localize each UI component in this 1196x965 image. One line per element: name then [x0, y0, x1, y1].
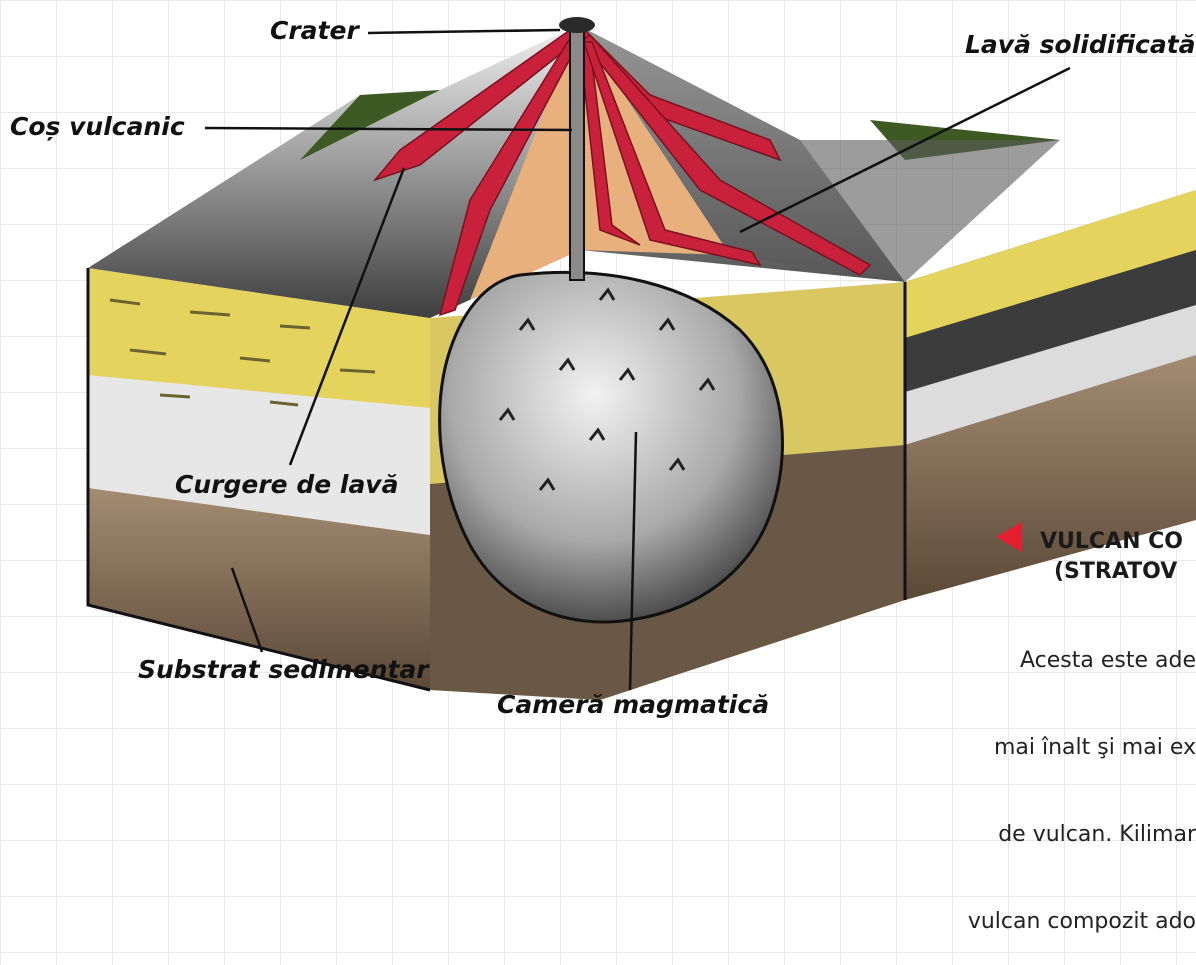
- lava-solidified-label: Lavă solidificată: [965, 30, 1196, 59]
- magma-chamber-label: Cameră magmatică: [497, 690, 769, 719]
- sedimentary-layer-label: Substrat sedimentar: [138, 655, 429, 684]
- magma-chamber: [440, 272, 783, 621]
- sidebar-text-line2: mai înalt şi mai ex: [968, 733, 1196, 762]
- crater-label: Crater: [270, 16, 359, 45]
- sidebar-text-line4: vulcan compozit ado: [968, 907, 1196, 936]
- sidebar-body-text: Acesta este ade mai înalt şi mai ex de v…: [968, 588, 1196, 965]
- sidebar-title: VULCAN CO (STRATOV: [1040, 527, 1183, 587]
- sidebar-title-line2: (STRATOV: [1054, 557, 1183, 587]
- chimney-label: Coș vulcanic: [10, 112, 185, 141]
- sidebar-title-line1: VULCAN CO: [1040, 527, 1183, 557]
- sidebar-text-line1: Acesta este ade: [968, 646, 1196, 675]
- sidebar-text-line3: de vulcan. Kilimar: [968, 820, 1196, 849]
- red-triangle-marker-icon: [996, 522, 1022, 552]
- lava-flow-label: Curgere de lavă: [175, 470, 398, 499]
